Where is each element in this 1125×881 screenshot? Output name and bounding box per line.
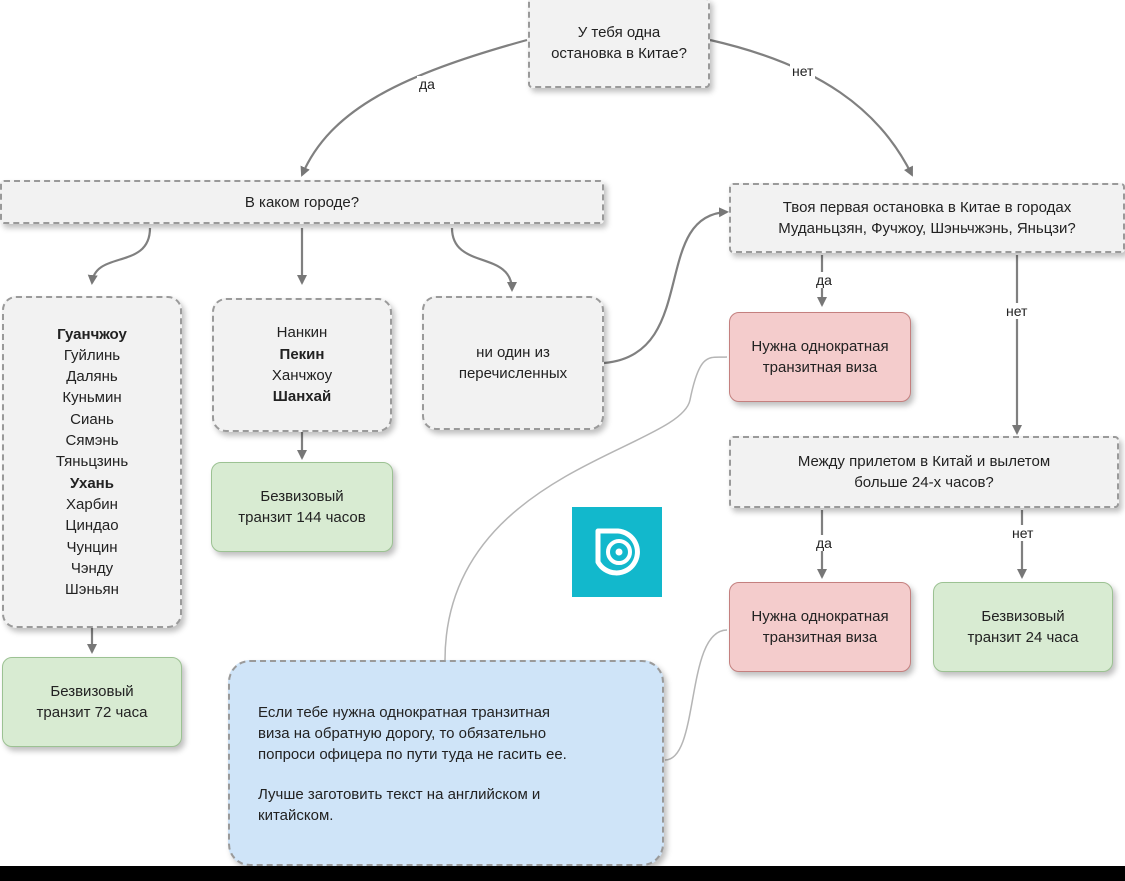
- time-question-line-2: больше 24-х часов?: [854, 474, 994, 491]
- visa-free-24-line-1: Безвизовый: [981, 608, 1065, 625]
- visa-free-24-line-2: транзит 24 часа: [967, 629, 1079, 646]
- city-item: Пекин: [279, 345, 325, 363]
- city-item: Сямэнь: [65, 432, 119, 450]
- visa-free-72-line-1: Безвизовый: [50, 683, 134, 700]
- note-p1-line-3: попроси офицера по пути туда не гасить е…: [258, 746, 567, 763]
- edge-label-time-yes: да: [814, 535, 834, 551]
- edge-city-to-72: [87, 227, 152, 285]
- city-item: Харбин: [66, 495, 118, 513]
- none-line-1: ни один из: [476, 344, 550, 361]
- city-item: Шэньян: [65, 581, 119, 599]
- none-of-listed-node: ни один из перечисленных: [422, 296, 604, 430]
- visa-needed-node-1: Нужна однократная транзитная виза: [729, 312, 911, 402]
- root-question-node: У тебя одна остановка в Китае?: [528, 0, 710, 88]
- none-line-2: перечисленных: [458, 365, 568, 382]
- city-item: Гуанчжоу: [57, 325, 127, 343]
- edge-label-first-stop-yes: да: [814, 272, 834, 288]
- visa-free-72-node: Безвизовый транзит 72 часа: [2, 657, 182, 747]
- city-item: Сиань: [70, 410, 114, 428]
- edge-label-root-yes: да: [417, 76, 437, 92]
- edge-city-to-none: [450, 227, 517, 292]
- city-question-text: В каком городе?: [244, 193, 360, 211]
- note-p2-line-2: китайском.: [258, 807, 334, 824]
- note-node: Если тебе нужна однократная транзитная в…: [228, 660, 664, 866]
- first-stop-line-2: Муданьцзян, Фучжоу, Шэньчжэнь, Яньцзи?: [778, 220, 1076, 237]
- city-item: Ухань: [70, 474, 114, 492]
- city-item: Чэнду: [70, 559, 114, 577]
- root-question-line-2: остановка в Китае?: [551, 45, 687, 62]
- note-paragraph-2: Лучше заготовить текст на английском и к…: [258, 784, 540, 826]
- city-item: Тяньцзинь: [55, 453, 129, 471]
- edge-root-yes: [300, 38, 528, 177]
- visa-free-24-node: Безвизовый транзит 24 часа: [933, 582, 1113, 672]
- city-item: Чунцин: [66, 538, 118, 556]
- edge-label-first-stop-no: нет: [1004, 303, 1030, 319]
- city-item: Ханчжоу: [271, 367, 333, 384]
- visa-free-72-line-2: транзит 72 часа: [36, 704, 148, 721]
- edge-label-time-no: нет: [1010, 525, 1036, 541]
- city-question-node: В каком городе?: [0, 180, 604, 224]
- visa-needed-node-2: Нужна однократная транзитная виза: [729, 582, 911, 672]
- edge-label-root-no: нет: [790, 63, 816, 79]
- connector-note-to-visa1: [444, 356, 728, 661]
- visa1-line-2: транзитная виза: [762, 359, 878, 376]
- visa-free-144-line-2: транзит 144 часов: [238, 509, 366, 526]
- connector-note-to-visa2: [664, 629, 728, 761]
- visa-free-144-line-1: Безвизовый: [260, 488, 344, 505]
- edge-none-to-first-stop: [603, 207, 729, 365]
- visa1-line-1: Нужна однократная: [751, 338, 889, 355]
- city-item: Куньмин: [62, 389, 122, 407]
- visa-free-144-node: Безвизовый транзит 144 часов: [211, 462, 393, 552]
- note-p1-line-1: Если тебе нужна однократная транзитная: [258, 704, 551, 721]
- target-logo-icon: [572, 507, 662, 597]
- visa2-line-2: транзитная виза: [762, 629, 878, 646]
- city-item: Циндао: [65, 517, 119, 535]
- first-stop-line-1: Твоя первая остановка в Китае в городах: [782, 199, 1072, 216]
- visa2-line-1: Нужна однократная: [751, 608, 889, 625]
- city-item: Далянь: [66, 368, 118, 386]
- first-stop-question-node: Твоя первая остановка в Китае в городах …: [729, 183, 1125, 253]
- city-item: Нанкин: [276, 324, 328, 342]
- note-p2-line-1: Лучше заготовить текст на английском и: [258, 786, 541, 803]
- note-paragraph-1: Если тебе нужна однократная транзитная в…: [258, 702, 567, 765]
- note-p1-line-2: виза на обратную дорогу, то обязательно: [258, 725, 547, 742]
- bottom-black-bar: [0, 866, 1125, 881]
- root-question-line-1: У тебя одна: [577, 24, 661, 41]
- city-item: Гуйлинь: [63, 346, 121, 364]
- city-item: Шанхай: [272, 388, 332, 406]
- edge-root-no: [709, 38, 913, 177]
- time-question-node: Между прилетом в Китай и вылетом больше …: [729, 436, 1119, 508]
- time-question-line-1: Между прилетом в Китай и вылетом: [797, 453, 1051, 470]
